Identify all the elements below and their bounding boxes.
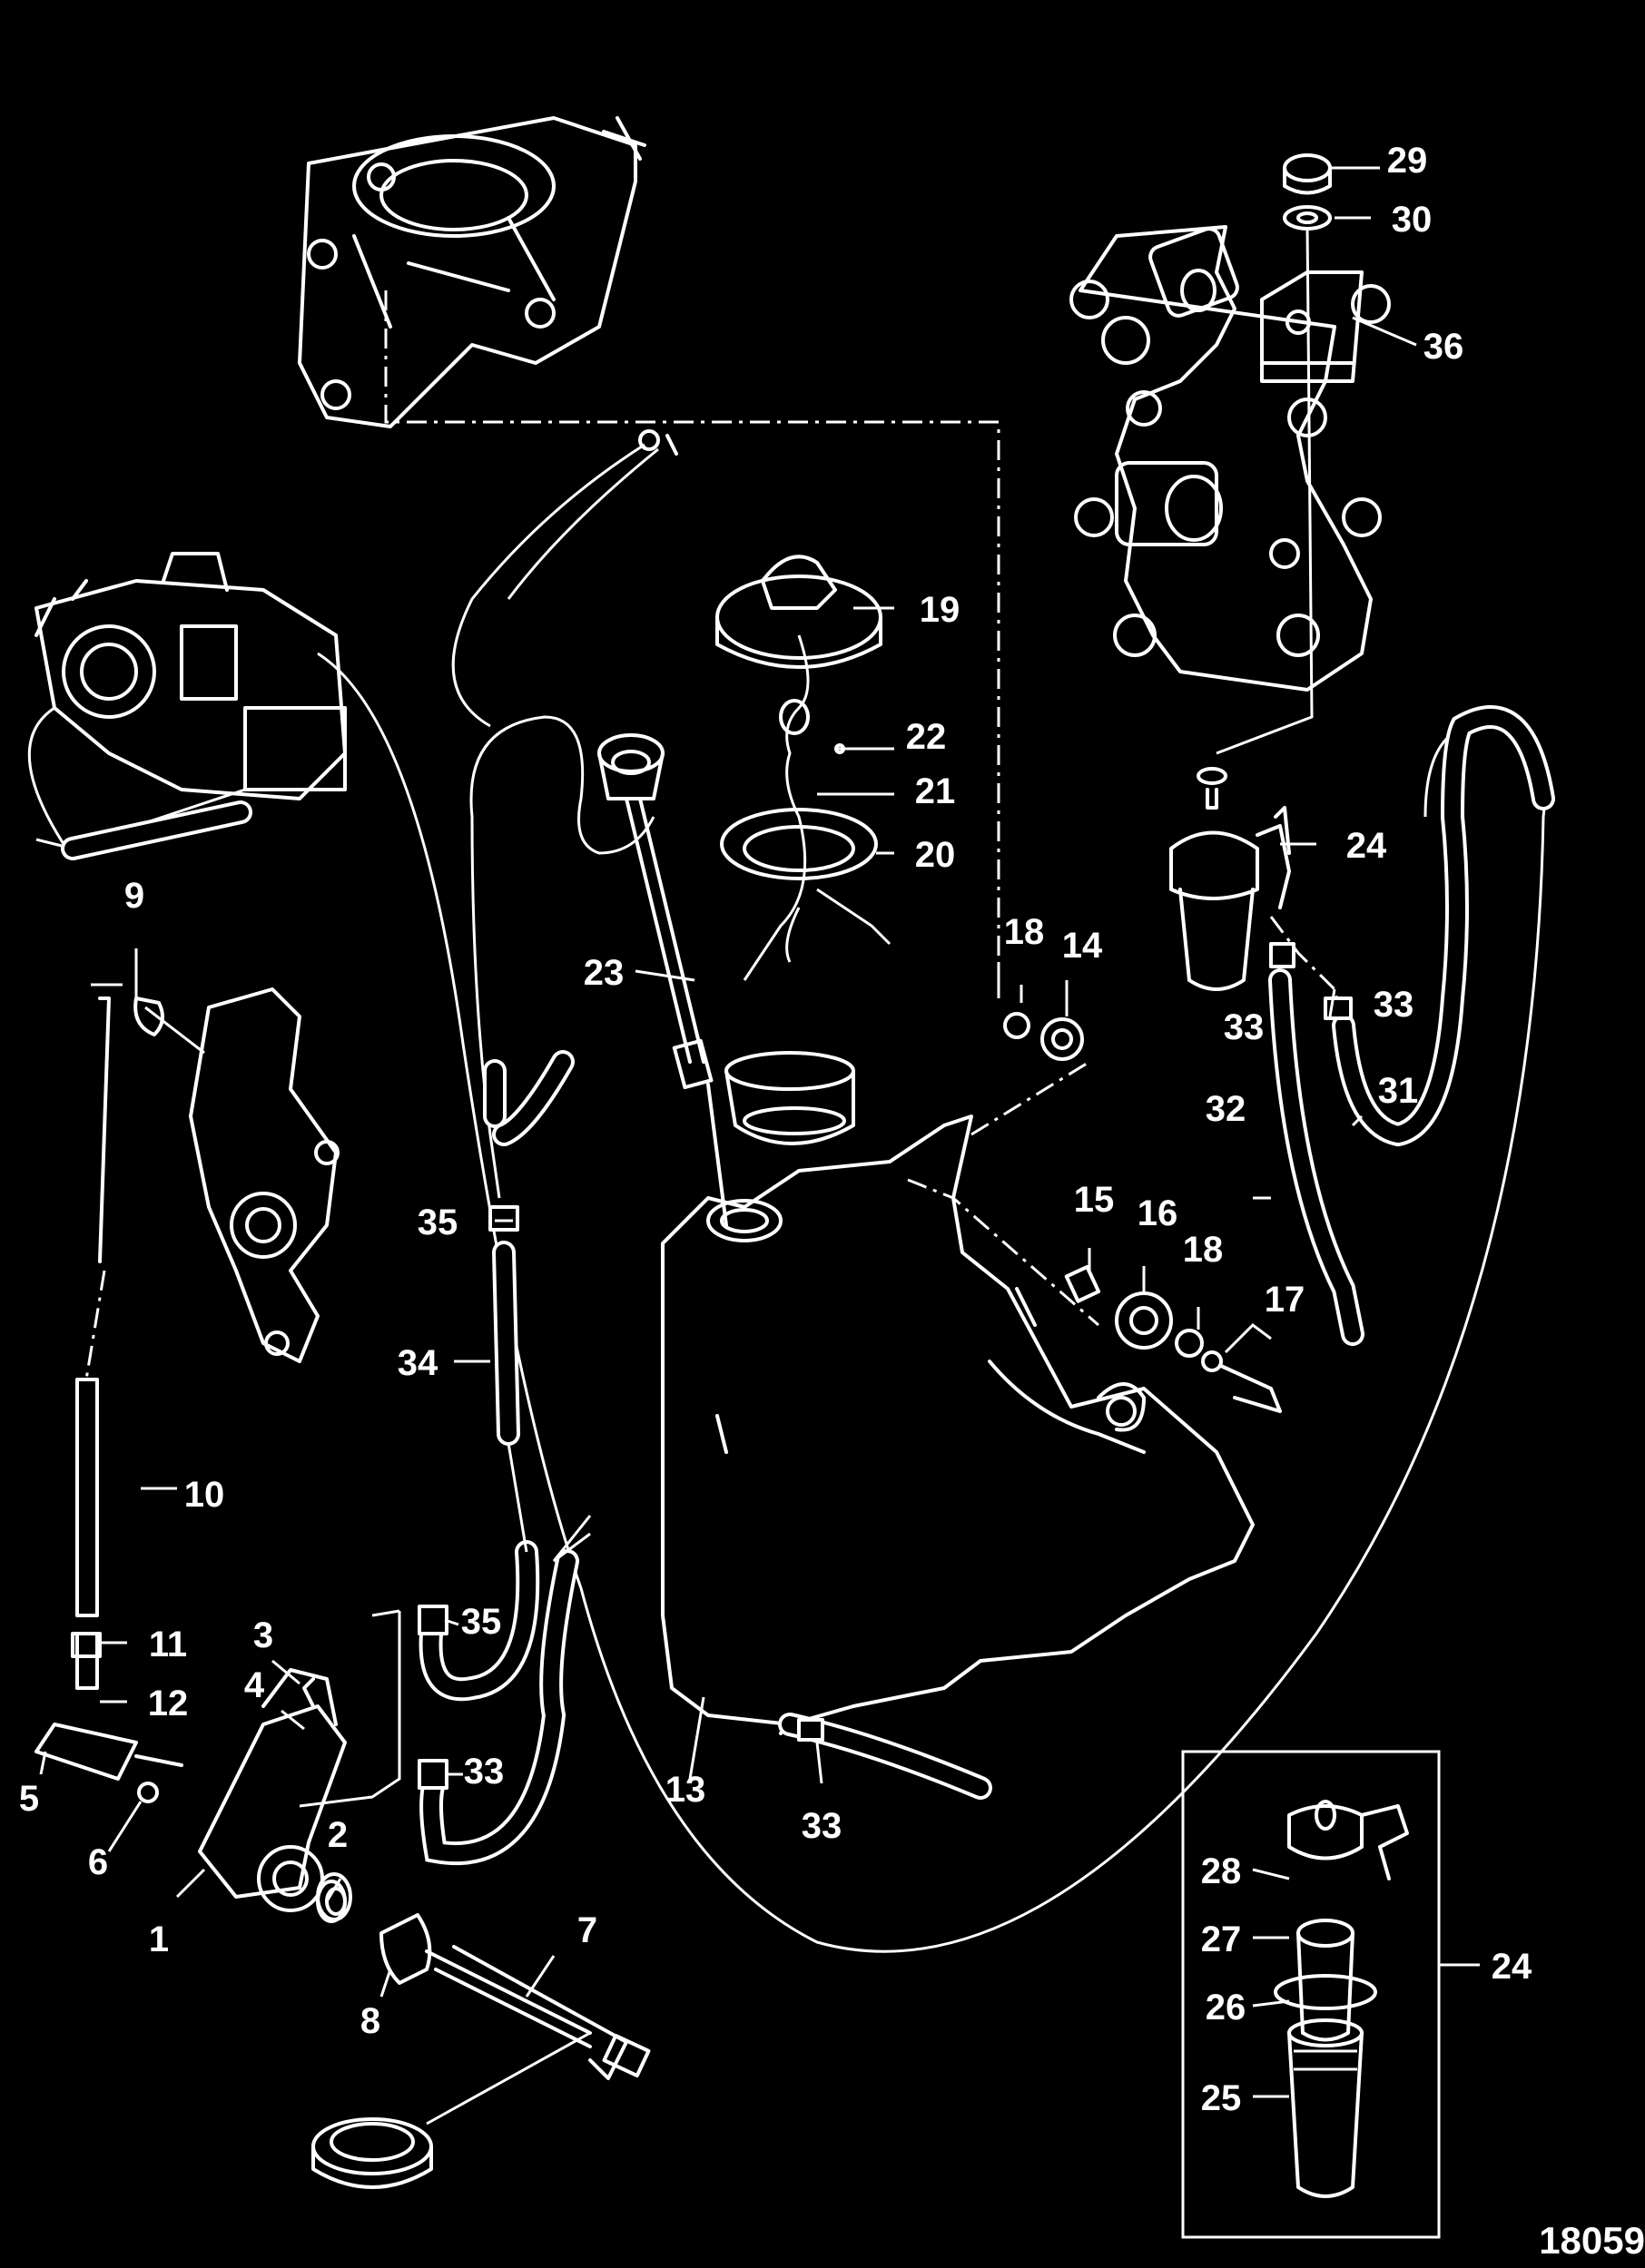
- callout-10: 10: [184, 1475, 225, 1515]
- callout-3: 3: [253, 1615, 273, 1655]
- callouts: 1 2 3 4 5 6 7 8 9 10 11 12 13 14 15 16 1…: [19, 141, 1532, 2118]
- throttle-cam-bracket: [144, 987, 340, 1363]
- callout-13: 13: [665, 1770, 706, 1810]
- callout-11: 11: [149, 1625, 187, 1664]
- inline-filter: [1169, 767, 1291, 991]
- filler-gasket: [720, 808, 878, 880]
- filler-cap: [715, 555, 882, 669]
- callout-18-lower: 18: [1183, 1230, 1224, 1270]
- callout-35-upper: 35: [418, 1203, 458, 1242]
- callout-33-filter-right: 33: [1374, 985, 1414, 1025]
- drive-shaft: [311, 1872, 651, 2189]
- callout-1: 1: [149, 1919, 169, 1959]
- callout-29: 29: [1387, 141, 1428, 181]
- callout-33-filter-left: 33: [1224, 1007, 1265, 1047]
- callout-23: 23: [584, 953, 625, 993]
- callout-33-pump: 33: [464, 1752, 505, 1792]
- callout-25: 25: [1201, 2078, 1242, 2118]
- leader-lines: [39, 166, 1480, 2098]
- oil-pump: [34, 1632, 347, 1923]
- callout-26: 26: [1206, 1988, 1246, 2027]
- sensor-lead: [451, 429, 678, 728]
- callout-30: 30: [1392, 200, 1433, 240]
- filter-detail-inset: [1181, 1750, 1441, 2239]
- callout-18-upper: 18: [1004, 912, 1045, 952]
- callout-22: 22: [906, 717, 947, 757]
- callout-6: 6: [88, 1842, 108, 1882]
- callout-28: 28: [1201, 1851, 1242, 1891]
- callout-9: 9: [124, 876, 144, 916]
- callout-27: 27: [1201, 1919, 1242, 1959]
- callout-19: 19: [920, 590, 960, 630]
- callout-7: 7: [577, 1910, 597, 1950]
- callout-5: 5: [19, 1779, 39, 1819]
- callout-14: 14: [1062, 926, 1103, 966]
- callout-20: 20: [915, 835, 956, 875]
- callout-17: 17: [1265, 1280, 1305, 1320]
- callout-34: 34: [398, 1343, 438, 1383]
- mounting-bracket-plate: [1069, 225, 1391, 692]
- callout-24-inset: 24: [1492, 1947, 1532, 1987]
- callout-36: 36: [1423, 327, 1464, 367]
- callout-33-tank: 33: [802, 1806, 842, 1846]
- callout-24-filter: 24: [1346, 826, 1387, 866]
- callout-12: 12: [148, 1684, 189, 1723]
- link-rod: [75, 962, 164, 1617]
- callout-8: 8: [360, 2001, 380, 2041]
- figure-number: 18059: [1539, 2219, 1645, 2262]
- callout-16: 16: [1138, 1193, 1178, 1233]
- intake-manifold: [298, 116, 646, 428]
- callout-15: 15: [1074, 1180, 1115, 1220]
- callout-35-lower: 35: [461, 1602, 502, 1642]
- callout-31: 31: [1378, 1071, 1419, 1111]
- callout-2: 2: [328, 1815, 348, 1855]
- callout-21: 21: [915, 771, 956, 811]
- callout-4: 4: [244, 1665, 265, 1705]
- callout-32: 32: [1206, 1089, 1246, 1129]
- dipstick: [597, 733, 728, 1227]
- carburetor: [27, 552, 347, 860]
